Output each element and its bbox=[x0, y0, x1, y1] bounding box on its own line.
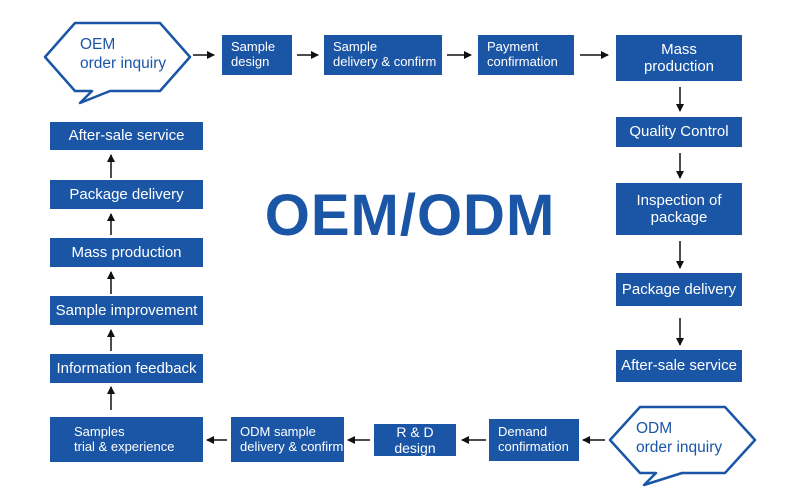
oem-inquiry-line2: order inquiry bbox=[80, 54, 167, 72]
oem-inquiry-line1: OEM bbox=[80, 36, 116, 53]
sample-delivery-line1: Sample bbox=[333, 39, 378, 55]
sample-design-line2: design bbox=[231, 54, 270, 69]
inspection-line2: package bbox=[650, 209, 708, 226]
odm-sample-line2: delivery & confirm bbox=[240, 438, 344, 454]
odm-mass-production-box: Mass production bbox=[50, 238, 203, 267]
oem-package-delivery-box: Package delivery bbox=[616, 273, 742, 306]
odm-package-delivery-box: Package delivery bbox=[50, 180, 203, 209]
payment-line1: Payment bbox=[487, 39, 539, 55]
odm-after-sale-box: After-sale service bbox=[50, 122, 203, 150]
demand-line1: Demand bbox=[498, 424, 548, 440]
odm-inquiry-label: ODM order inquiry bbox=[636, 420, 751, 457]
odm-inquiry-line1: ODM bbox=[636, 420, 673, 437]
payment-line2: confirmation bbox=[487, 54, 558, 69]
oem-after-sale-box: After-sale service bbox=[616, 350, 742, 382]
samples-trial-line2: trial & experience bbox=[74, 438, 175, 454]
odm-package-delivery-label: Package delivery bbox=[69, 185, 184, 203]
odm-after-sale-label: After-sale service bbox=[68, 127, 185, 145]
oem-inquiry-label: OEM order inquiry bbox=[80, 36, 185, 73]
sample-improvement-label: Sample improvement bbox=[55, 301, 198, 319]
demand-line2: confirmation bbox=[498, 439, 569, 454]
oem-inquiry-bubble bbox=[43, 21, 192, 105]
samples-trial-line1: Samples bbox=[74, 423, 125, 439]
rd-design-label: R & D design bbox=[394, 423, 436, 456]
information-feedback-box: Information feedback bbox=[50, 354, 203, 383]
odm-mass-production-label: Mass production bbox=[71, 243, 182, 261]
odm-inquiry-bubble bbox=[608, 405, 757, 487]
odm-sample-line1: ODM sample bbox=[240, 423, 316, 439]
oem-after-sale-label: After-sale service bbox=[621, 357, 737, 375]
sample-improvement-box: Sample improvement bbox=[50, 296, 203, 325]
oem-package-delivery-label: Package delivery bbox=[621, 280, 737, 298]
rd-design-box: R & D design bbox=[374, 424, 456, 456]
quality-control-box: Quality Control bbox=[616, 117, 742, 147]
sample-delivery-line2: delivery & confirm bbox=[333, 54, 437, 69]
sample-design-line1: Sample bbox=[231, 39, 276, 55]
page-title: OEM/ODM bbox=[264, 183, 556, 248]
inspection-line1: Inspection of bbox=[636, 191, 722, 209]
mass-production-line1: Mass bbox=[661, 40, 697, 58]
odm-inquiry-line2: order inquiry bbox=[636, 438, 723, 456]
information-feedback-label: Information feedback bbox=[56, 359, 197, 377]
mass-production-line2: production bbox=[643, 58, 715, 75]
quality-control-label: Quality Control bbox=[629, 123, 729, 141]
